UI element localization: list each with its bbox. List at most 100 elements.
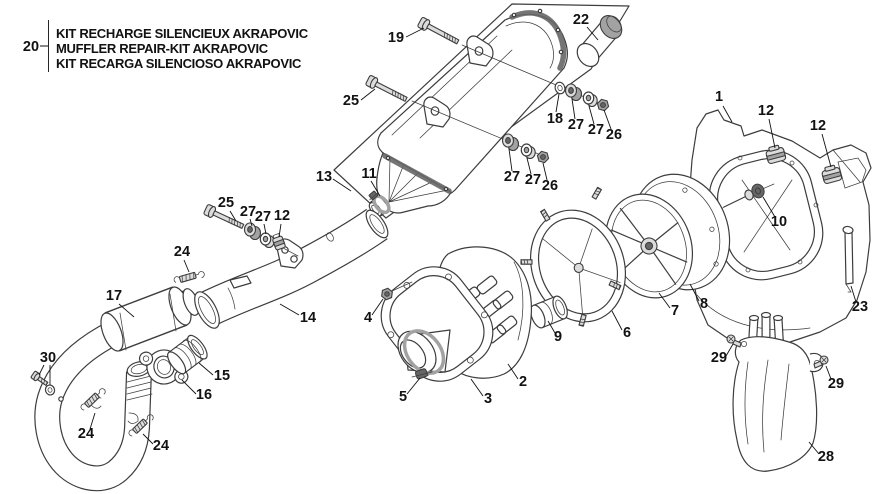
- callout-29-a: 29: [711, 343, 734, 366]
- silencer-bracket-front: [466, 35, 494, 67]
- callout-label: 25: [343, 93, 359, 109]
- spring-hook: [127, 412, 139, 424]
- callout-25-upper: 25: [343, 88, 376, 109]
- callout-30: 30: [38, 350, 56, 385]
- callout-9: 9: [547, 320, 562, 345]
- stud: [608, 280, 622, 291]
- callout-1: 1: [715, 89, 733, 123]
- washer-18: [554, 81, 566, 95]
- callout-label: 19: [388, 30, 404, 46]
- nut-26-b: [536, 150, 550, 164]
- callout-label: 27: [255, 209, 271, 225]
- callout-label: 13: [316, 169, 332, 185]
- callout-label: 27: [240, 204, 256, 220]
- callout-label: 29: [711, 350, 727, 366]
- bushing-27-e: [243, 222, 262, 241]
- bolt-25-upper: [365, 75, 408, 102]
- pipe-socket: [194, 291, 220, 329]
- mid-pipe-14: [194, 208, 389, 329]
- end-cap-strap: [509, 10, 567, 71]
- callout-17: 17: [106, 288, 135, 318]
- cone-strap: [382, 153, 452, 194]
- callout-19: 19: [388, 27, 425, 46]
- mount-clip-12a: [272, 233, 286, 251]
- stud: [540, 208, 551, 222]
- callout-label: 14: [300, 310, 316, 326]
- callout-26-b: 26: [542, 162, 558, 194]
- airbox-1: [688, 109, 872, 348]
- callout-7: 7: [658, 292, 679, 319]
- callout-24-b: 24: [78, 412, 96, 442]
- callout-label: 4: [364, 310, 372, 326]
- callout-22: 22: [573, 12, 599, 41]
- callout-label: 7: [671, 303, 679, 319]
- callout-label: 18: [547, 111, 563, 127]
- callout-4: 4: [364, 298, 384, 326]
- mud-flap-28: [726, 311, 829, 472]
- rubber-mount-12c: [821, 164, 843, 185]
- pipe-tab: [229, 275, 252, 289]
- filter-frame-6: [520, 186, 627, 327]
- bushing-27-c: [501, 133, 520, 152]
- callout-label: 24: [78, 426, 94, 442]
- spring-screw-10: [719, 183, 775, 211]
- callout-29-b: 29: [825, 365, 844, 392]
- callout-label: 29: [828, 376, 844, 392]
- stud: [520, 259, 533, 265]
- bolt-19: [417, 17, 460, 45]
- bushing-27-a: [564, 83, 583, 102]
- drain-tube-23: [842, 225, 854, 293]
- callout-20-label: 20: [23, 39, 39, 55]
- callout-23: 23: [850, 285, 868, 315]
- spring-24-a: [173, 271, 205, 283]
- callout-27-a: 27: [568, 98, 584, 133]
- spring-24-b: [80, 388, 106, 411]
- callout-11: 11: [361, 166, 381, 197]
- intake-tube-9: [530, 295, 568, 329]
- kit-contents-note: 20 KIT RECHARGE SILENCIEUX AKRAPOVIC MUF…: [23, 20, 309, 72]
- callout-28: 28: [808, 441, 834, 465]
- callout-13: 13: [316, 169, 352, 192]
- rib-band: [126, 375, 153, 401]
- callout-label: 27: [568, 117, 584, 133]
- callout-label: 24: [153, 438, 169, 454]
- heat-shield-sleeve-17: [100, 286, 192, 352]
- callout-27-e: 27: [240, 204, 256, 227]
- callout-5: 5: [399, 377, 421, 405]
- callout-label: 11: [361, 166, 376, 182]
- callout-12-b: 12: [758, 103, 776, 149]
- callout-3: 3: [470, 378, 492, 407]
- stud: [591, 186, 603, 200]
- callout-label: 17: [106, 288, 122, 304]
- bolt-25-lower: [203, 204, 245, 229]
- kit-line-en: MUFFLER REPAIR-KIT AKRAPOVIC: [56, 41, 269, 56]
- callout-label: 8: [700, 296, 708, 312]
- rubber-mount-12b: [765, 144, 787, 165]
- callout-label: 12: [274, 208, 290, 224]
- nut-4: [381, 281, 413, 301]
- washer-27-b: [582, 91, 598, 108]
- intake-boot: [397, 329, 451, 380]
- callout-label: 26: [606, 127, 622, 143]
- kit-line-fr: KIT RECHARGE SILENCIEUX AKRAPOVIC: [56, 26, 309, 41]
- callout-label: 27: [525, 172, 541, 188]
- callout-label: 15: [214, 368, 230, 384]
- callout-label: 26: [542, 178, 558, 194]
- callout-24-c: 24: [142, 433, 169, 454]
- washer-27-f: [259, 232, 275, 249]
- callout-26-a: 26: [603, 109, 622, 143]
- callout-label: 23: [852, 299, 868, 315]
- callout-label: 10: [771, 214, 787, 230]
- screw-29-left: [726, 334, 742, 348]
- callout-label: 25: [218, 195, 234, 211]
- exhaust-coupling-15: [167, 334, 208, 375]
- screw-29-right: [813, 355, 829, 369]
- callout-6: 6: [611, 310, 631, 341]
- callout-27-b: 27: [588, 105, 604, 138]
- callout-label: 9: [554, 329, 562, 345]
- callout-12-c: 12: [810, 118, 832, 168]
- callout-24-a: 24: [174, 244, 190, 273]
- callout-27-c: 27: [504, 148, 520, 185]
- callout-label: 5: [399, 389, 407, 405]
